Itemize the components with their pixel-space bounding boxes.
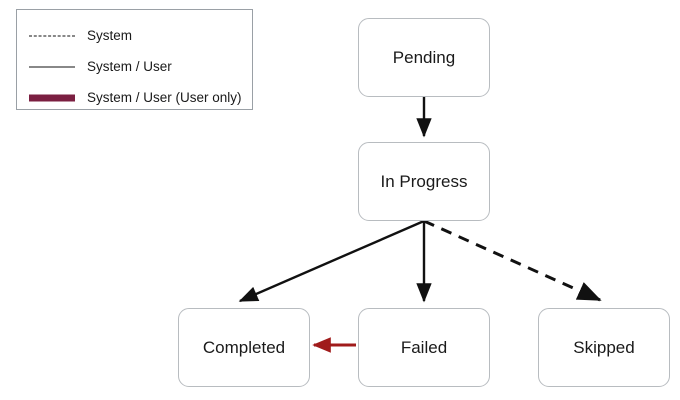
- state-node-skipped-label: Skipped: [573, 338, 635, 357]
- legend-swatch-dashed-icon: [29, 30, 75, 42]
- legend-label-system-user-user-only: System / User (User only): [87, 90, 242, 106]
- legend-item-system-user-user-only: System / User (User only): [17, 85, 252, 111]
- state-node-failed-label: Failed: [400, 338, 448, 357]
- state-node-pending[interactable]: Pending: [358, 18, 490, 97]
- state-node-completed-label: Completed: [202, 338, 286, 357]
- legend: System System / User System / User (User…: [16, 9, 253, 110]
- legend-swatch-thick-icon: [29, 92, 75, 104]
- legend-item-system-user: System / User: [17, 54, 252, 80]
- legend-swatch-solid-icon: [29, 61, 75, 73]
- legend-item-system: System: [17, 23, 252, 49]
- legend-label-system: System: [87, 28, 133, 44]
- state-node-skipped[interactable]: Skipped: [538, 308, 670, 387]
- legend-label-system-user: System / User: [87, 59, 172, 75]
- edge-inprogress-to-skipped: [423, 219, 602, 302]
- state-node-failed[interactable]: Failed: [358, 308, 490, 387]
- edge-inprogress-to-completed: [238, 219, 425, 303]
- state-node-in-progress-label: In Progress: [380, 172, 468, 191]
- state-node-in-progress[interactable]: In Progress: [358, 142, 490, 221]
- state-node-pending-label: Pending: [392, 48, 456, 67]
- state-node-completed[interactable]: Completed: [178, 308, 310, 387]
